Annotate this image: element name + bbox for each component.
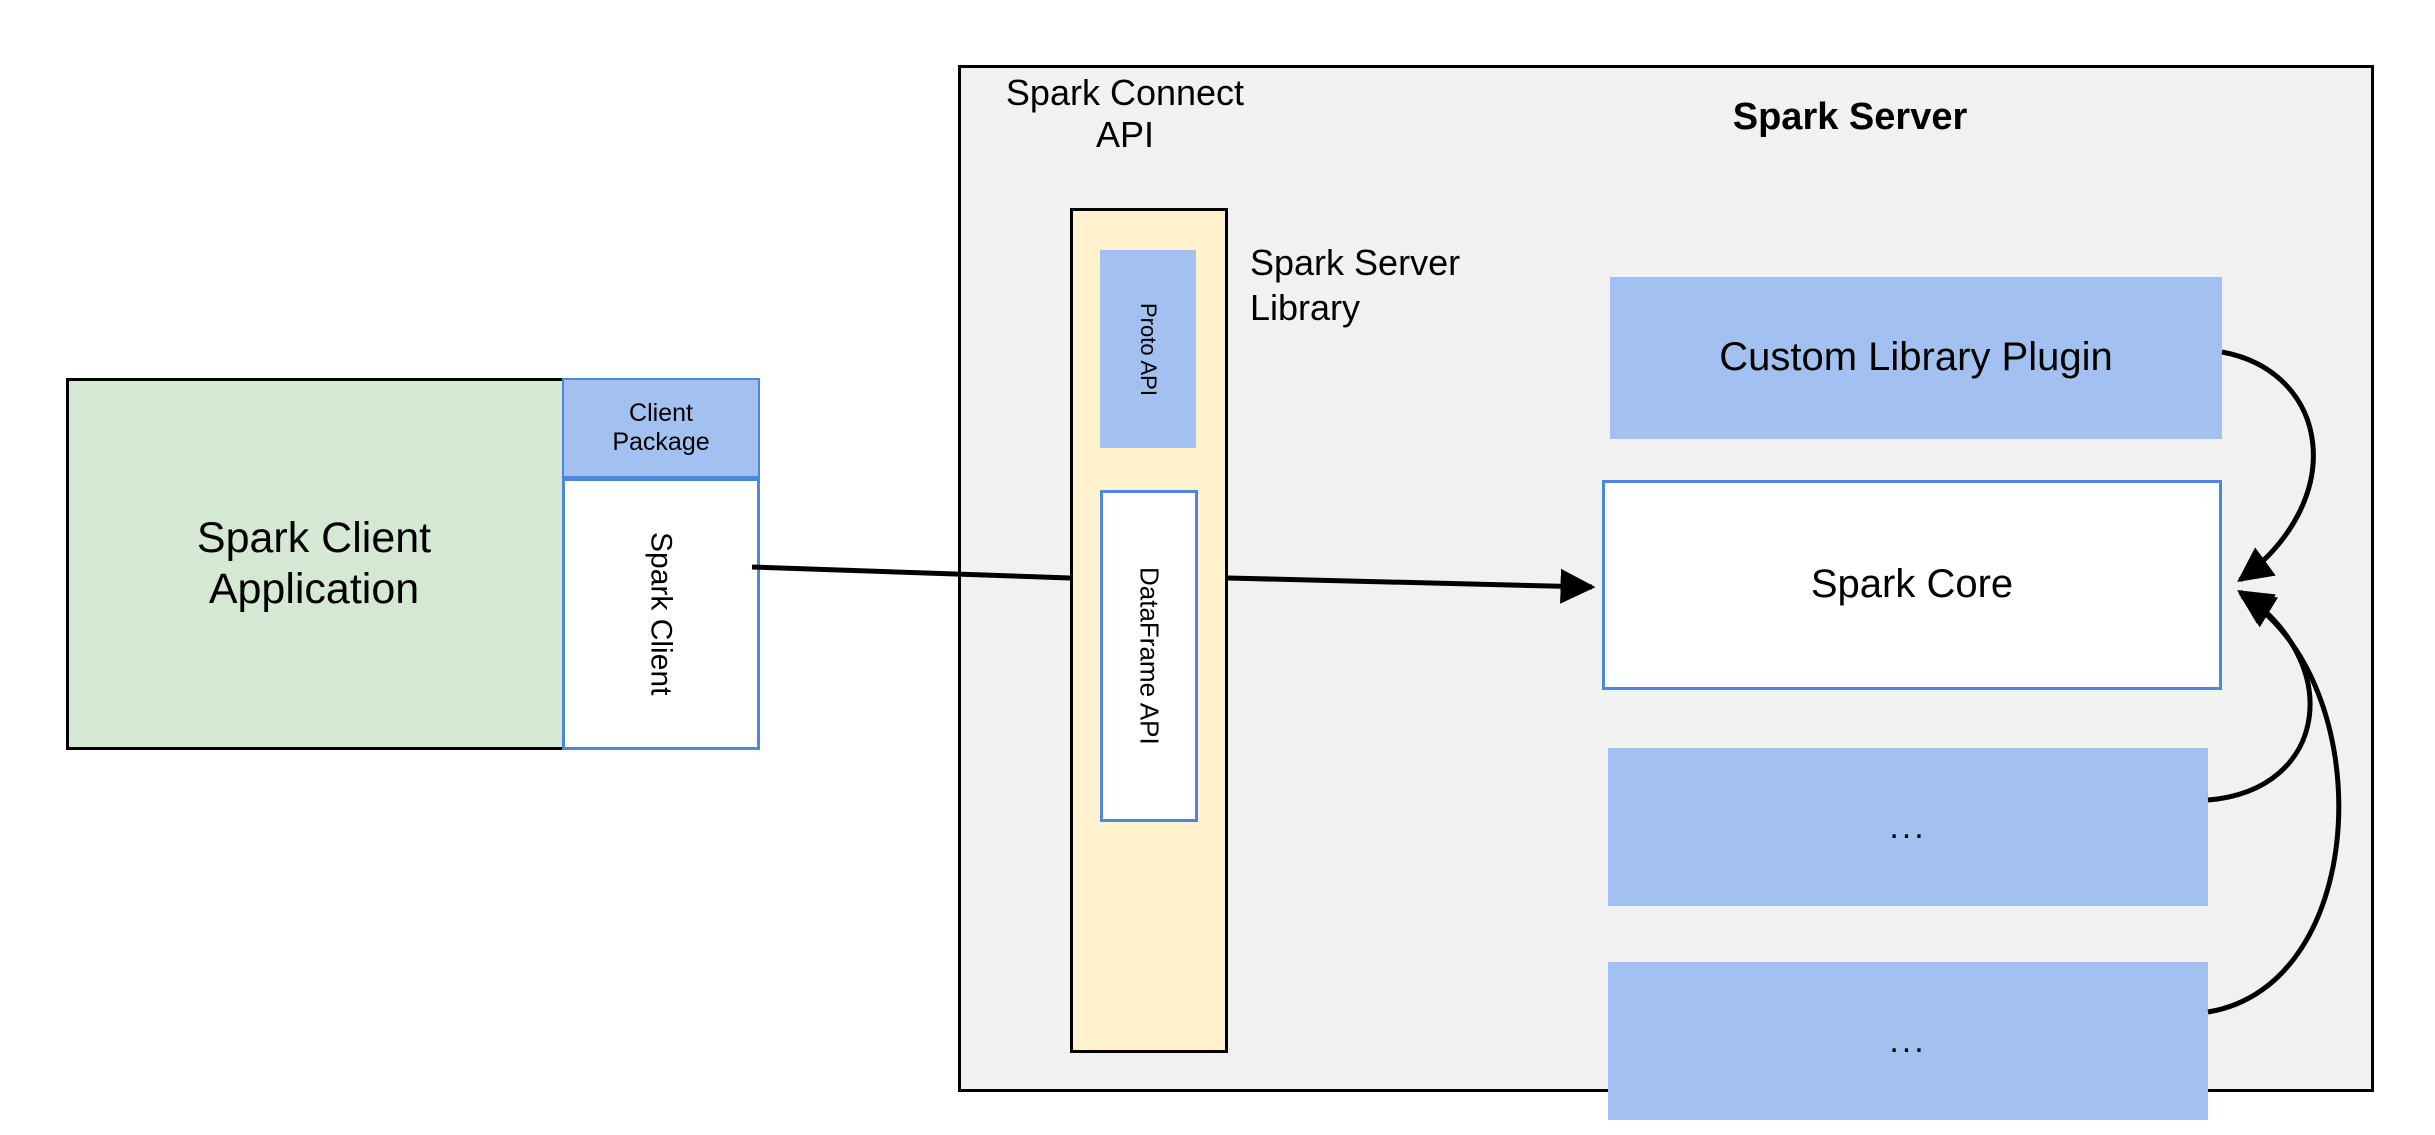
custom-library-plugin-box[interactable]: Custom Library Plugin bbox=[1610, 277, 2222, 439]
ellipsis-box-2[interactable]: ... bbox=[1608, 962, 2208, 1120]
dataframe-api-label: DataFrame API bbox=[1134, 567, 1165, 745]
proto-api-label: Proto API bbox=[1135, 302, 1161, 396]
proto-api-box[interactable]: Proto API bbox=[1100, 250, 1196, 448]
ellipsis-box-1[interactable]: ... bbox=[1608, 748, 2208, 906]
spark-client-box[interactable]: Spark Client bbox=[562, 478, 760, 750]
ellipsis-label-2: ... bbox=[1889, 1021, 1927, 1060]
custom-library-plugin-label: Custom Library Plugin bbox=[1719, 335, 2113, 380]
spark-core-box[interactable]: Spark Core bbox=[1602, 480, 2222, 690]
ellipsis-label-1: ... bbox=[1889, 807, 1927, 846]
spark-client-label: Spark Client bbox=[644, 532, 678, 696]
spark-core-label: Spark Core bbox=[1810, 562, 2014, 607]
dataframe-api-box[interactable]: DataFrame API bbox=[1100, 490, 1198, 822]
spark-server-title: Spark Server bbox=[1732, 95, 1968, 138]
